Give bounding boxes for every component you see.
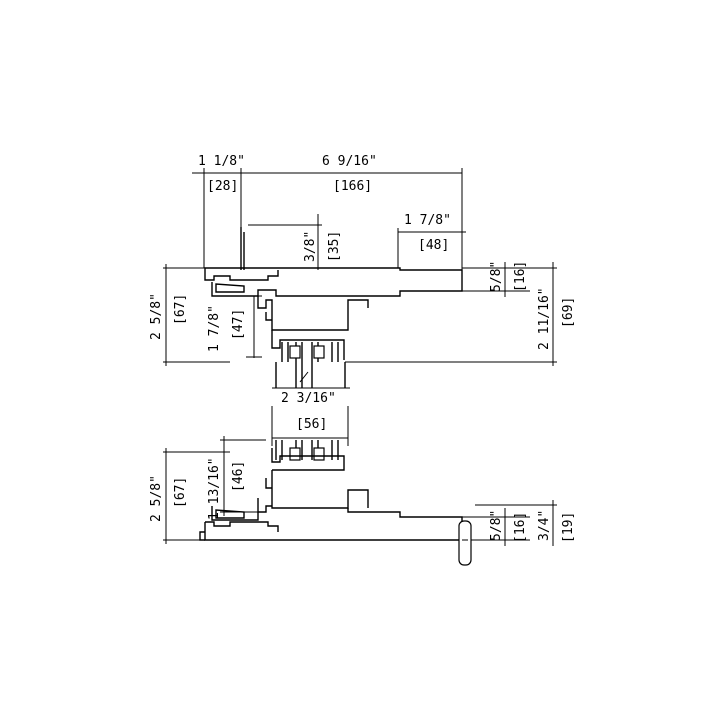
dim-top-inner-mm: [47] [231, 309, 246, 340]
dim-right-height-inch: 2 11/16" [537, 287, 552, 350]
dim-bottom-inner-inch: 1 13/16" [207, 457, 222, 520]
dim-length-inch: 6 9/16" [322, 154, 377, 169]
dim-center-mm: [56] [296, 417, 327, 432]
dim-bottom-rail-mm: [16] [513, 512, 528, 543]
dim-bottom-height-mm: [67] [173, 477, 188, 508]
dim-top-height-inch: 2 5/8" [149, 293, 164, 340]
dim-top-rail-inch: 5/8" [489, 261, 504, 292]
dim-top-rail-mm: [16] [513, 261, 528, 292]
top-dimension-lines [163, 168, 557, 366]
dim-width-inch: 1 1/8" [198, 154, 245, 169]
dim-top-inner-inch: 1 7/8" [207, 305, 222, 352]
dim-bottom-inner-mm: [46] [231, 461, 246, 492]
top-profile [204, 227, 463, 389]
dim-handle-inch: 1 7/8" [404, 213, 451, 228]
bottom-profile [199, 440, 472, 566]
dim-bottom-handle-mm: [19] [561, 512, 576, 543]
dim-width-mm: [28] [207, 179, 238, 194]
dim-bottom-height-inch: 2 5/8" [149, 475, 164, 522]
dim-right-height-mm: [69] [561, 297, 576, 328]
dim-offset-inch: 3/8" [303, 231, 318, 262]
dim-top-height-mm: [67] [173, 294, 188, 325]
dim-handle-mm: [48] [418, 238, 449, 253]
dim-offset-mm: [35] [327, 231, 342, 262]
dim-bottom-rail-inch: 5/8" [489, 510, 504, 541]
dim-bottom-handle-inch: 3/4" [537, 510, 552, 541]
dim-length-mm: [166] [333, 179, 372, 194]
dim-center-inch: 2 3/16" [281, 391, 336, 406]
